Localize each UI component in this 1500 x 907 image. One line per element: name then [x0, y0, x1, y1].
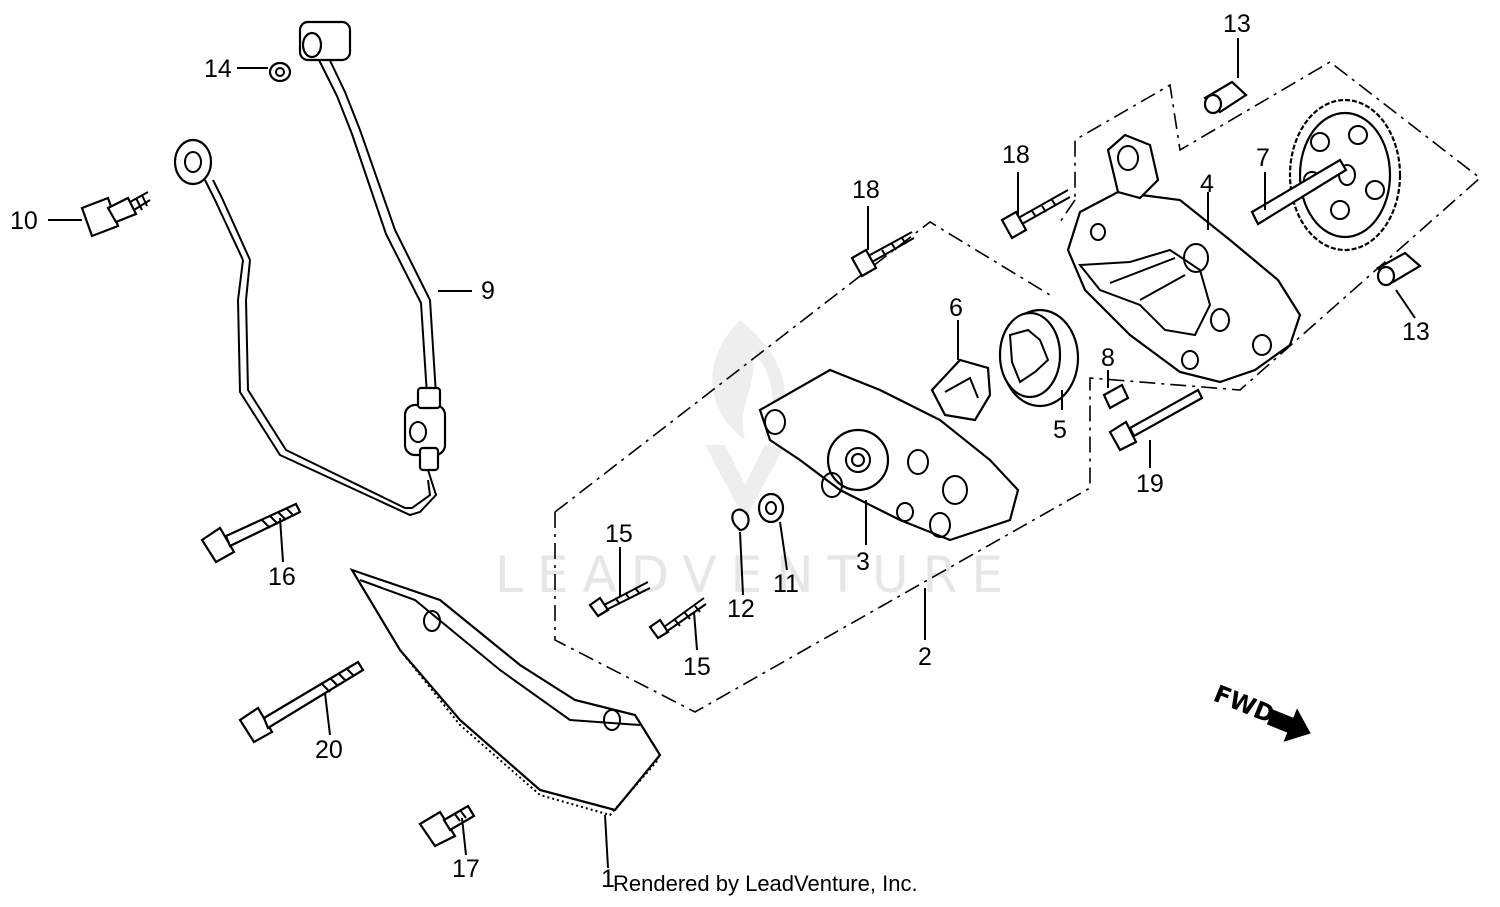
callout-10: 10	[10, 207, 38, 235]
callout-6: 6	[949, 294, 963, 322]
callout-9: 9	[481, 277, 495, 305]
screw-15b	[648, 597, 707, 640]
callout-4: 4	[1200, 170, 1214, 198]
bolt-10	[80, 191, 151, 238]
callout-18b: 18	[852, 176, 880, 204]
callout-16: 16	[268, 563, 296, 591]
dowel-13b	[1376, 251, 1422, 287]
bolt-18b	[1000, 189, 1071, 240]
watermark-text: LEADVENTURE	[495, 546, 1017, 604]
inner-rotor-6	[930, 358, 992, 422]
assembly-outline	[554, 61, 1482, 713]
screw-15a	[588, 581, 651, 618]
callout-2: 2	[918, 643, 932, 671]
bolt-19	[1108, 388, 1204, 452]
guard-plate-1	[349, 567, 662, 817]
dowel-13a	[1203, 80, 1248, 115]
callout-19: 19	[1136, 470, 1164, 498]
callouts: 1 2 3 4 5 6 7 8 9 10 11 12 13 13 14 15 1…	[10, 10, 1430, 893]
callout-17: 17	[452, 855, 480, 883]
callout-12: 12	[727, 595, 755, 623]
callout-5: 5	[1053, 416, 1067, 444]
watermark: LEADVENTURE	[495, 320, 1017, 604]
callout-20: 20	[315, 736, 343, 764]
callout-15b: 15	[683, 653, 711, 681]
pump-gear-7	[1250, 98, 1402, 252]
callout-3: 3	[856, 548, 870, 576]
outer-rotor-5	[998, 308, 1080, 408]
callout-18a: 18	[1002, 141, 1030, 169]
bolt-18a	[850, 231, 915, 278]
fwd-indicator: FWD	[1210, 680, 1311, 742]
bolt-16	[200, 502, 302, 564]
pump-body-4	[1066, 133, 1302, 384]
clip-12	[731, 508, 750, 532]
dowel-8	[1102, 383, 1130, 410]
washer-11	[757, 492, 785, 524]
credit-text: Rendered by LeadVenture, Inc.	[613, 871, 918, 896]
callout-13a: 13	[1223, 10, 1251, 38]
bolt-20	[238, 660, 365, 744]
pump-cover-3	[758, 368, 1020, 542]
oil-pipe-long	[173, 20, 447, 517]
callout-1: 1	[601, 865, 615, 893]
callout-8: 8	[1101, 344, 1115, 372]
bolt-17	[418, 804, 476, 848]
callout-7: 7	[1256, 144, 1270, 172]
callout-15a: 15	[605, 520, 633, 548]
leader-lines	[48, 38, 1416, 869]
washer-14	[268, 61, 292, 83]
callout-13b: 13	[1402, 318, 1430, 346]
callout-14: 14	[204, 55, 232, 83]
callout-11: 11	[773, 570, 799, 598]
fwd-arrow-icon	[1266, 708, 1311, 742]
